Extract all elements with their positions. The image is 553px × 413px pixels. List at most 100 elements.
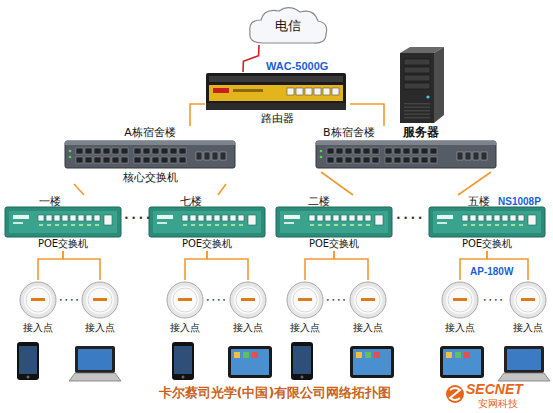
ellipsis-dots: • • • •	[483, 296, 503, 304]
poe-switch-device-part	[284, 215, 300, 219]
access-point-disc-part	[82, 282, 118, 318]
poe-switch-device-part	[71, 224, 75, 226]
core-switch: A栋宿舍楼核心交换机	[62, 126, 238, 184]
poe-switch-device-part	[79, 224, 83, 226]
core-switch-device-part	[320, 156, 323, 159]
poe-switch-device-part	[231, 224, 235, 226]
poe-switch-device-part	[38, 215, 44, 221]
core-switch-device-part	[336, 157, 343, 163]
server-tower-part	[434, 47, 444, 123]
node-label: POE交换机	[428, 238, 546, 250]
router-device-part	[332, 88, 339, 95]
node-label: 电信	[245, 18, 330, 33]
logo-icon-part	[450, 388, 460, 400]
poe-switch-device-part	[437, 222, 447, 224]
access-point-disc-part	[354, 286, 382, 314]
smartphone	[291, 342, 313, 380]
core-switch-device-part	[421, 148, 428, 154]
core-switch-device-part	[134, 148, 141, 154]
core-switch-device-part	[152, 157, 159, 163]
access-point-disc	[165, 280, 205, 320]
core-switch-device-part	[430, 157, 437, 163]
access-point-disc-part	[93, 298, 107, 301]
core-switch-device-part	[179, 157, 186, 163]
ellipsis-dots: • • • •	[326, 296, 346, 304]
server-tower-part	[426, 95, 429, 98]
tablet	[440, 346, 484, 378]
access-point-disc-part	[453, 298, 467, 301]
ellipsis-dots: • • • •	[124, 214, 151, 224]
poe-switch-device-part	[470, 215, 476, 221]
smartphone-part	[19, 346, 37, 374]
tablet-part	[443, 349, 481, 375]
laptop	[69, 346, 121, 381]
server-tower-part	[404, 110, 430, 111]
router-device-part	[213, 88, 229, 93]
network-link	[63, 251, 100, 280]
core-switch-device-part	[430, 148, 437, 154]
access-point-disc-part	[31, 298, 45, 301]
core-switch: B栋宿舍楼	[313, 126, 499, 172]
tablet-part	[234, 352, 240, 358]
router-device-part	[206, 103, 346, 110]
laptop-part	[498, 373, 550, 381]
router-device-part	[233, 89, 263, 92]
poe-switch-device-part	[5, 207, 121, 237]
logo-text: SECNET	[466, 381, 523, 397]
node-label: 服务器	[392, 125, 450, 139]
core-switch-device-part	[112, 157, 119, 163]
model-label: WAC-5000G	[266, 60, 328, 73]
poe-switch-device-part	[502, 215, 508, 221]
network-link	[350, 104, 384, 126]
core-switch-device-part	[327, 148, 334, 154]
poe-switch-device-part	[248, 215, 256, 225]
access-point-disc-part	[241, 298, 255, 301]
poe-switch-device-part	[365, 215, 371, 221]
poe-switch-device-part	[149, 207, 265, 237]
core-switch-device-part	[372, 157, 379, 163]
node-label: 接入点	[508, 322, 548, 334]
server-tower	[392, 45, 450, 125]
access-point-disc-part	[287, 282, 323, 318]
core-switch-device-part	[316, 141, 496, 168]
model-label: AP-180W	[470, 266, 513, 278]
poe-switch-device-part	[39, 224, 43, 226]
poe-switch-device-part	[276, 207, 392, 237]
tablet-part	[356, 352, 362, 358]
node-label: A栋宿舍楼	[62, 126, 238, 139]
poe-switch-device-part	[429, 207, 545, 237]
router-device-part	[314, 88, 321, 95]
poe-switch-device-part	[341, 215, 347, 221]
node-label: POE交换机	[275, 238, 393, 250]
router-device-part	[209, 85, 343, 101]
core-switch-device-part	[212, 152, 218, 160]
server-tower-part	[404, 59, 430, 65]
core-switch-device-part	[85, 157, 92, 163]
access-point-disc-part	[516, 288, 540, 312]
access-point-disc-part	[171, 286, 199, 314]
poe-switch-device-part	[479, 224, 483, 226]
network-link	[305, 251, 334, 280]
access-point-disc-part	[361, 298, 375, 301]
server-node: 服务器	[392, 45, 450, 137]
laptop-part	[507, 349, 541, 370]
tablet-part	[446, 352, 452, 358]
core-switch-device-part	[196, 152, 202, 160]
smartphone-part	[174, 346, 192, 374]
smartphone-part	[17, 342, 39, 380]
core-switch-device-part	[76, 148, 83, 154]
core-switch-device-part	[345, 157, 352, 163]
node-label: 二楼	[308, 195, 330, 208]
server-tower-part	[404, 75, 430, 81]
ellipsis-dots: • • • •	[396, 214, 423, 224]
poe-switch-device-part	[511, 224, 515, 226]
poe-switch-device-part	[183, 224, 187, 226]
poe-switch-device-part	[223, 224, 227, 226]
router-device-part	[206, 73, 346, 110]
access-point-disc-part	[442, 282, 478, 318]
core-switch-device-part	[204, 152, 210, 160]
poe-switch: 七楼POE交换机	[148, 195, 266, 251]
access-point-disc	[508, 280, 548, 320]
core-switch-device-part	[65, 141, 235, 145]
